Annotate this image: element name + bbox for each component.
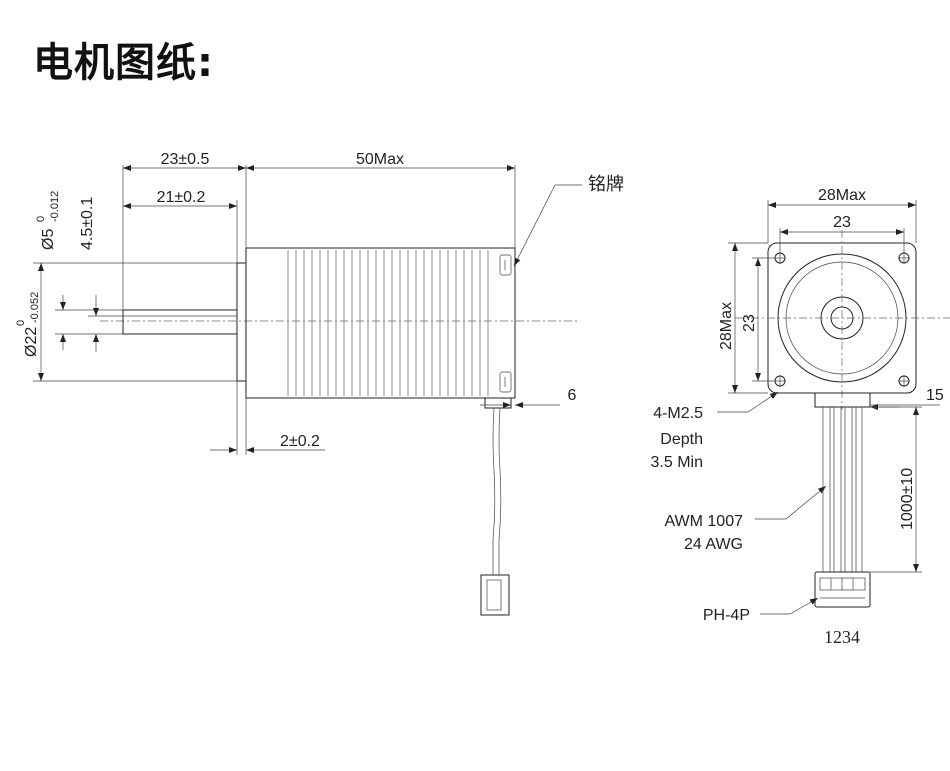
cable-exit	[814, 392, 871, 408]
dim-boss-tol-lower: -0.052	[29, 292, 41, 323]
nameplate-label: 铭牌	[588, 174, 624, 195]
connector	[814, 571, 871, 608]
holes-label-line-3: 3.5 Min	[651, 454, 703, 471]
holes-label-line-1: 4-M2.5	[653, 405, 703, 422]
dim-front-width: 28Max	[818, 187, 866, 204]
dim-boss-diameter: Ø22	[23, 327, 40, 357]
dim-flat-depth: 4.5±0.1	[79, 197, 96, 250]
dim-front-hole-pitch-v: 23	[741, 314, 758, 332]
connector-label: PH-4P	[703, 607, 750, 624]
front-view: 28Max 23 28Max 23 15	[651, 187, 950, 647]
wire-label-line-2: 24 AWG	[684, 536, 743, 553]
dim-boss-tol-upper: 0	[15, 320, 27, 326]
holes-label-line-2: Depth	[660, 431, 703, 448]
dim-front-hole-pitch-h: 23	[833, 214, 851, 231]
dim-shaft-length: 23±0.5	[161, 151, 210, 168]
dim-body-length: 50Max	[356, 151, 404, 168]
dim-cable-offset: 6	[568, 387, 577, 404]
dim-shaft-flat: 21±0.2	[157, 189, 206, 206]
dim-shaft-tol-upper: 0	[35, 216, 47, 222]
boss	[236, 262, 247, 382]
dim-cable-exit: 15	[926, 387, 944, 404]
page-title: 电机图纸:	[33, 40, 214, 86]
dim-boss-length: 2±0.2	[280, 433, 320, 450]
side-cable	[480, 397, 512, 616]
dim-shaft-tol-lower: -0.012	[49, 191, 61, 222]
dim-shaft-diameter: Ø5	[40, 229, 57, 250]
front-wires	[822, 407, 863, 572]
dim-cable-length: 1000±10	[899, 468, 916, 530]
shaft	[122, 309, 238, 335]
side-view: 23±0.5 50Max 21±0.2 Ø22 -0.052 0 Ø5 -0.0…	[15, 151, 624, 616]
wire-label-line-1: AWM 1007	[664, 513, 743, 530]
motor-body	[245, 247, 516, 399]
mounting-holes	[774, 252, 910, 387]
pin-numbers: 1234	[824, 627, 860, 647]
dim-front-height: 28Max	[718, 302, 735, 350]
